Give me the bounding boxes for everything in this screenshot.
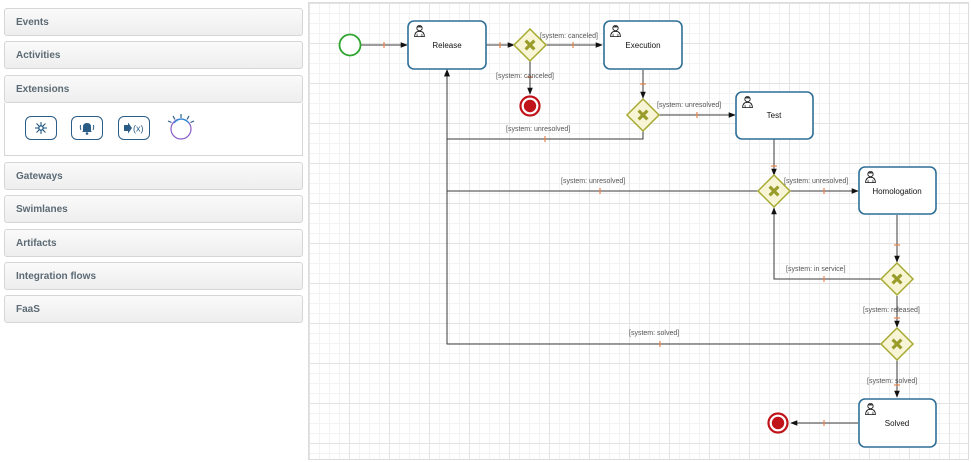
edge-label-unresolved-test: [system: unresolved] <box>657 102 721 109</box>
flow-gateway3-release[interactable] <box>444 69 758 192</box>
task-test-label: Test <box>767 111 782 120</box>
task-release[interactable]: Release <box>407 20 487 70</box>
section-gateways[interactable]: Gateways <box>4 162 303 190</box>
start-event[interactable] <box>338 33 362 57</box>
task-execution-label: Execution <box>625 41 660 50</box>
edge-label-unresolved-homologation: [system: unresolved] <box>784 178 848 185</box>
gateway-unresolved-1[interactable] <box>625 97 661 133</box>
palette-panel: Events Activities Extensions <box>0 0 306 462</box>
flow-gateway5-release[interactable] <box>444 69 881 345</box>
function-call-icon[interactable]: (x) <box>118 116 150 140</box>
section-activities[interactable]: Activities <box>4 41 303 69</box>
section-extensions-label: Extensions <box>16 84 70 95</box>
edge-labels: [system: canceled] [system: canceled] [s… <box>496 33 920 385</box>
task-test[interactable]: Test <box>735 91 814 140</box>
section-activities-label: Activities <box>16 50 61 61</box>
task-solved-label: Solved <box>885 419 909 428</box>
end-event-solved[interactable] <box>767 412 789 434</box>
edge-label-unresolved-release: [system: unresolved] <box>506 126 570 133</box>
gateway-unresolved-2[interactable] <box>756 173 792 209</box>
section-swimlanes-label: Swimlanes <box>16 204 68 215</box>
end-event-canceled[interactable] <box>519 95 541 117</box>
task-homologation-label: Homologation <box>872 187 921 196</box>
sequence-flows <box>361 42 900 426</box>
section-faas-label: FaaS <box>16 304 40 315</box>
svg-text:(x): (x) <box>133 124 144 134</box>
gateway-in-service[interactable] <box>879 261 915 297</box>
flow-gateway4-gateway3[interactable] <box>771 207 881 280</box>
section-integration-flows[interactable]: Integration flows <box>4 262 303 290</box>
edge-label-in-service: [system: in service] <box>786 266 846 273</box>
flow-tick-marks <box>383 42 900 426</box>
section-faas[interactable]: FaaS <box>4 295 303 323</box>
section-artifacts[interactable]: Artifacts <box>4 229 303 257</box>
task-homologation[interactable]: Homologation <box>858 166 937 215</box>
section-swimlanes[interactable]: Swimlanes <box>4 195 303 223</box>
task-solved[interactable]: Solved <box>858 398 937 448</box>
diagram-canvas[interactable]: [system: canceled] [system: canceled] [s… <box>308 2 969 460</box>
task-execution[interactable]: Execution <box>603 20 683 70</box>
network-icon[interactable] <box>25 116 57 140</box>
gateway-canceled[interactable] <box>512 27 548 63</box>
edge-label-solved-release: [system: solved] <box>629 330 679 337</box>
gateway-solved[interactable] <box>879 326 915 362</box>
alarm-bell-icon[interactable] <box>71 116 103 140</box>
section-artifacts-label: Artifacts <box>16 238 57 249</box>
extensions-content: (x) <box>4 103 303 156</box>
section-extensions[interactable]: Extensions <box>4 75 303 103</box>
section-events[interactable]: Events <box>4 8 303 36</box>
edge-label-canceled-end: [system: canceled] <box>496 73 554 80</box>
section-events-label: Events <box>16 17 49 28</box>
bpmn-diagram: [system: canceled] [system: canceled] [s… <box>338 20 937 448</box>
edge-label-released: [system: released] <box>863 307 920 314</box>
section-integration-flows-label: Integration flows <box>16 271 96 282</box>
task-release-label: Release <box>432 41 462 50</box>
edge-label-canceled: [system: canceled] <box>540 33 598 40</box>
section-gateways-label: Gateways <box>16 171 63 182</box>
ibm-watson-icon[interactable] <box>165 111 197 143</box>
edge-label-solved: [system: solved] <box>867 378 917 385</box>
edge-label-unresolved-release-2: [system: unresolved] <box>561 178 625 185</box>
